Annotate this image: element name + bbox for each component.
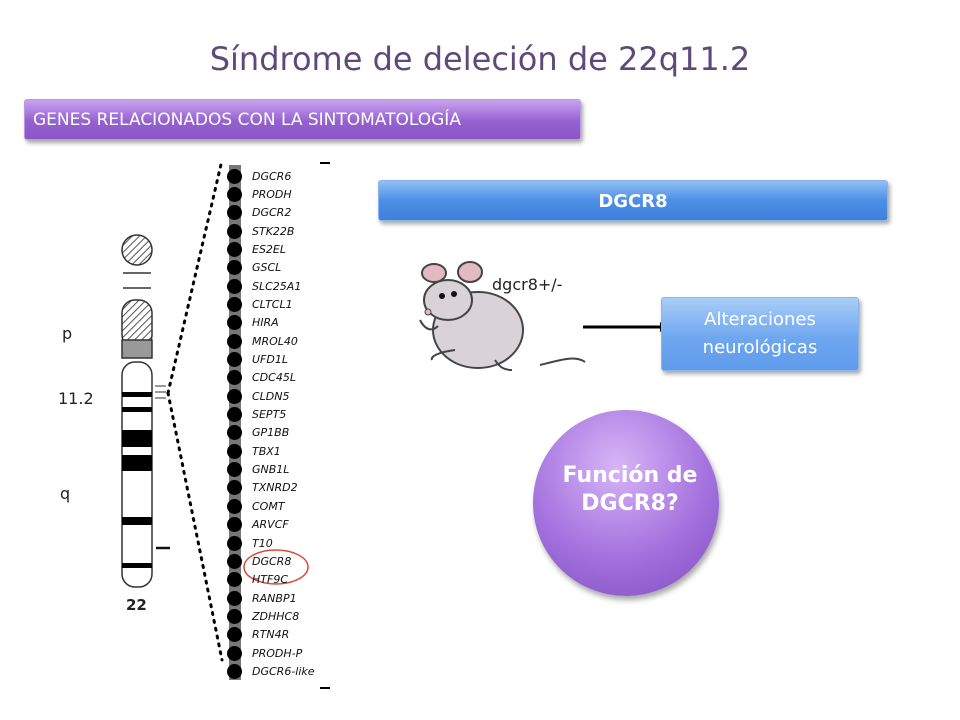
gene-label: DGCR2: [252, 206, 292, 220]
gene-label: CLTCL1: [252, 297, 293, 311]
mouse-illustration: [419, 261, 586, 371]
gene-label: DGCR6-like: [252, 664, 315, 678]
gene-label: ARVCF: [252, 518, 289, 532]
top-marker: [320, 162, 330, 164]
gene-marker: [227, 645, 242, 661]
gene-marker: [227, 425, 242, 441]
gene-marker: [227, 168, 242, 184]
function-circle: [533, 410, 719, 596]
bottom-marker: [320, 687, 330, 689]
gene-label: RTN4R: [252, 628, 290, 642]
dgcr8-highlight: [243, 549, 309, 585]
gene-label: PRODH: [252, 187, 292, 201]
gene-label: SEPT5: [252, 408, 287, 422]
page-title: Síndrome de deleción de 22q11.2: [209, 40, 751, 78]
gene-label: ES2EL: [252, 242, 287, 256]
q-arm-label: q: [60, 484, 71, 503]
genes-header-box: GENES RELACIONADOS CON LA SINTOMATOLOGÍA: [24, 99, 581, 140]
gene-label: PRODH-P: [252, 646, 303, 660]
connector-bottom: [166, 391, 224, 662]
gene-label: ZDHHC8: [252, 609, 300, 623]
gene-label: CDC45L: [252, 371, 296, 385]
connector-top: [166, 158, 224, 395]
gene-marker: [227, 315, 242, 331]
gene-marker: [227, 590, 242, 606]
gene-marker: [227, 333, 242, 349]
dgcr8-box: DGCR8: [378, 180, 888, 221]
gene-marker: [227, 223, 242, 239]
gene-marker: [227, 370, 242, 386]
gene-marker: [227, 241, 242, 257]
gene-label: COMT: [252, 499, 285, 513]
gene-label: DGCR8: [252, 554, 292, 568]
gene-label: MROL40: [252, 334, 298, 348]
gene-marker: [227, 517, 242, 533]
gene-marker: [227, 663, 242, 679]
gene-marker: [227, 535, 242, 551]
gene-marker: [227, 296, 242, 312]
gene-label: TBX1: [252, 444, 281, 458]
chromosome-ideogram: [121, 234, 170, 588]
gene-label: GSCL: [252, 261, 282, 275]
gene-marker: [227, 572, 242, 588]
gene-marker: [227, 498, 242, 514]
gene-marker: [227, 553, 242, 569]
gene-marker: [227, 608, 242, 624]
gene-marker: [227, 186, 242, 202]
gene-label: HTF9C: [252, 573, 288, 587]
chromosome-number: 22: [126, 596, 147, 614]
gene-marker: [227, 407, 242, 423]
gene-label: TXNRD2: [252, 481, 298, 495]
function-question: Función de DGCR8?: [562, 463, 698, 516]
gene-label: RANBP1: [252, 591, 297, 605]
gene-marker: [227, 205, 242, 221]
gene-label: CLDN5: [252, 389, 290, 403]
gene-label: SLC25A1: [252, 279, 302, 293]
gene-marker: [227, 462, 242, 478]
gene-marker: [227, 480, 242, 496]
gene-marker: [227, 627, 242, 643]
gene-marker: [227, 352, 242, 367]
gene-label: DGCR6: [252, 169, 292, 183]
gene-marker: [227, 388, 242, 404]
mouse-genotype-label: dgcr8+/-: [492, 275, 563, 294]
gene-marker: [227, 260, 242, 276]
p-arm-label: p: [62, 324, 73, 343]
gene-label: UFD1L: [252, 353, 288, 366]
gene-label: GP1BB: [252, 426, 290, 440]
gene-label: STK22B: [252, 224, 295, 238]
alteraciones-box: Alteraciones neurológicas: [661, 297, 859, 371]
gene-label: T10: [252, 536, 273, 550]
gene-label: HIRA: [252, 316, 279, 330]
band-label: 11.2: [58, 389, 94, 408]
gene-marker: [227, 443, 242, 459]
gene-label: GNB1L: [252, 463, 290, 477]
gene-marker: [227, 278, 242, 294]
